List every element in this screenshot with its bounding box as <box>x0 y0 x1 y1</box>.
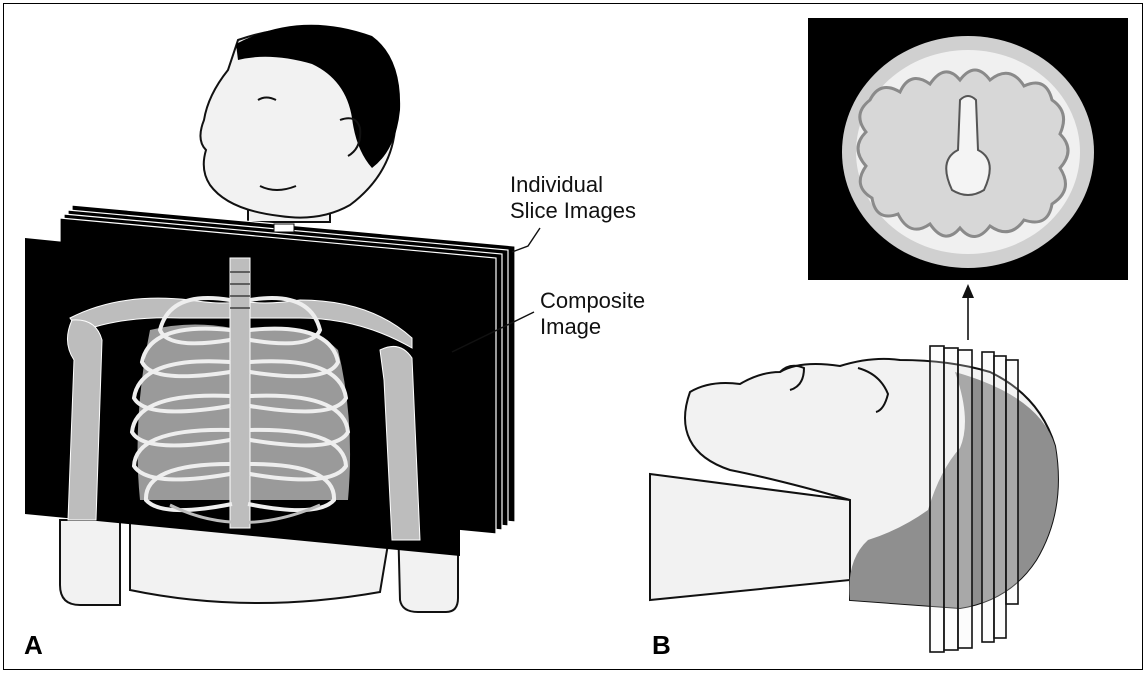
composite-label-line2: Image <box>540 314 601 340</box>
torso <box>60 520 120 605</box>
upward-arrow <box>962 284 974 340</box>
panel-label-a: A <box>24 630 43 661</box>
composite-label-line1: Composite <box>540 288 645 314</box>
individual-slice-label-line2: Slice Images <box>510 198 636 224</box>
individual-slice-label-line1: Individual <box>510 172 603 198</box>
left-humerus <box>67 320 102 520</box>
composite-image-plate <box>25 238 460 556</box>
spine <box>230 258 250 528</box>
brain-slice-image <box>808 18 1128 280</box>
shoulder-block <box>650 474 850 600</box>
panel-label-b: B <box>652 630 671 661</box>
